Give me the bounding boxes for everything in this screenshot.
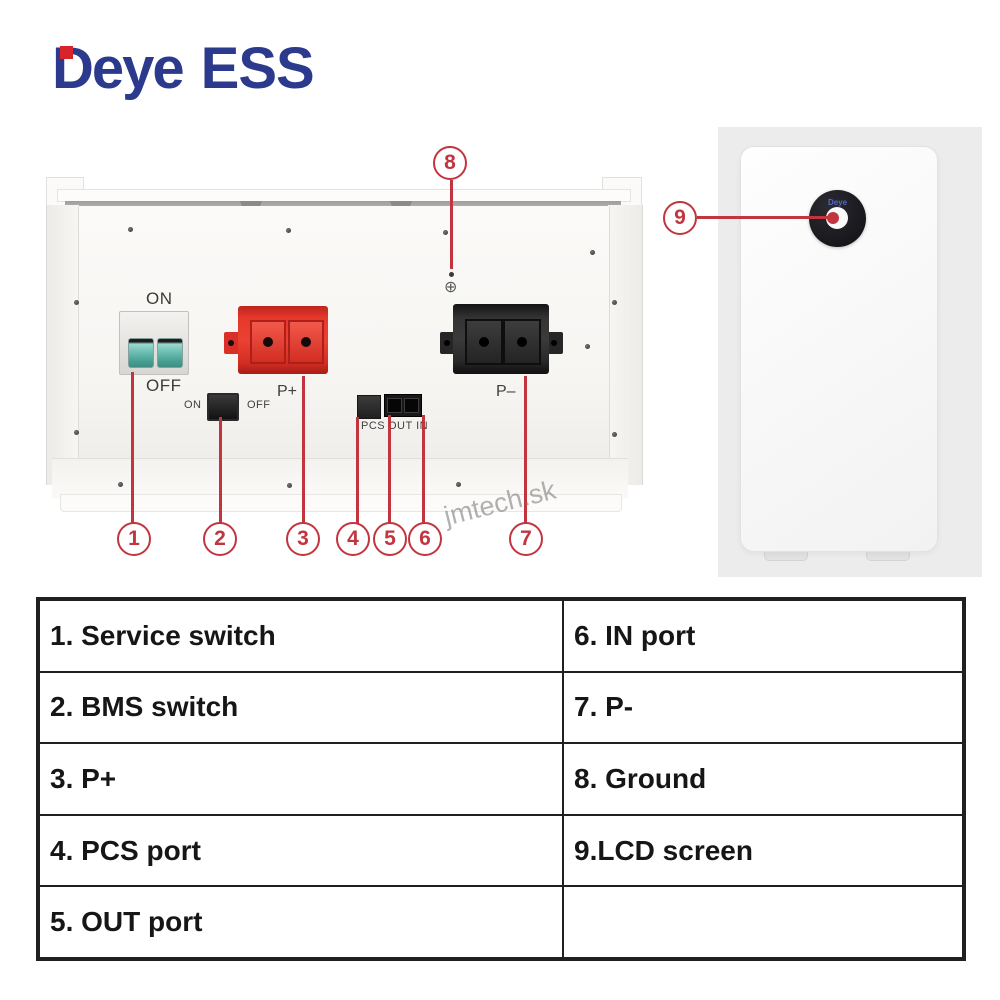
bms-switch-off-label: OFF [247,399,271,411]
legend-cell: 3. P+ [39,743,563,815]
logo-brand-text: Deye [52,36,185,101]
leader-line-3 [302,376,305,524]
callout-8: 8 [433,146,467,180]
screw-icon [74,430,79,435]
legend-table: 1. Service switch 6. IN port 2. BMS swit… [36,597,966,961]
service-switch [119,311,189,375]
device-bottom-rail [52,458,628,499]
brand-logo: Deye ESS [52,34,315,104]
legend-cell: 7. P- [563,671,963,744]
callout-7: 7 [509,522,543,556]
service-switch-on-label: ON [146,289,173,308]
callout-6: 6 [408,522,442,556]
legend-cell: 9.LCD screen [563,814,963,887]
bms-switch-on-label: ON [184,399,202,411]
out-port-slot [387,398,402,413]
device-bottom-lip [60,494,622,512]
callout-5: 5 [373,522,407,556]
terminal-hole-icon [517,337,527,347]
screw-icon [287,483,292,488]
connector-ear-icon [547,332,563,354]
p-minus-connector [440,304,563,378]
connector-terminal [503,319,541,365]
breaker-toggle-icon [157,338,183,368]
leader-line-6 [422,415,425,524]
breaker-toggle-icon [128,338,154,368]
connector-ear-icon [224,332,240,354]
ground-screw-hole [449,272,454,277]
leader-line-5 [388,415,391,524]
p-minus-label: P– [496,383,516,400]
callout-4: 4 [336,522,370,556]
leader-line-7 [524,376,527,524]
pcs-port [357,395,381,419]
lcd-brand-text: Deye [827,198,848,207]
leader-line-9 [697,216,831,219]
ground-icon: ⊕ [444,279,458,296]
screw-icon [118,482,123,487]
device-side-panel-right [608,205,643,485]
leader-line-1 [131,372,134,524]
leader-line-9-endpoint [827,212,839,224]
legend-cell: 4. PCS port [39,814,563,887]
out-in-label: OUT IN [388,420,429,432]
pcs-label: PCS [361,420,386,432]
bms-switch [207,393,239,421]
legend-cell: 8. Ground [563,743,963,815]
connector-terminal [250,320,286,364]
terminal-hole-icon [263,337,273,347]
connector-terminal [288,320,324,364]
out-in-port [384,394,422,417]
callout-2: 2 [203,522,237,556]
screw-icon [612,300,617,305]
callout-9: 9 [663,201,697,235]
callout-3: 3 [286,522,320,556]
p-plus-label: P+ [277,383,298,400]
connector-ear-icon [440,332,456,354]
screw-icon [612,432,617,437]
legend-cell: 2. BMS switch [39,671,563,744]
screw-icon [585,344,590,349]
legend-cell [563,886,963,958]
screw-icon [128,227,133,232]
screw-icon [590,250,595,255]
screw-icon [286,228,291,233]
legend-cell: 1. Service switch [39,600,563,672]
in-port-slot [404,398,419,413]
legend-cell: 6. IN port [563,600,963,672]
logo-red-dot-icon [60,46,73,59]
leader-line-4 [356,417,359,524]
screw-icon [456,482,461,487]
service-switch-off-label: OFF [146,376,182,395]
p-plus-connector [224,306,330,376]
leader-line-8 [450,180,453,269]
logo-suffix-text: ESS [200,36,315,101]
device-side-panel-left [46,205,79,485]
leader-line-2 [219,417,222,524]
terminal-hole-icon [479,337,489,347]
screw-icon [74,300,79,305]
screw-icon [443,230,448,235]
callout-1: 1 [117,522,151,556]
connector-terminal [465,319,503,365]
legend-cell: 5. OUT port [39,886,563,958]
terminal-hole-icon [301,337,311,347]
